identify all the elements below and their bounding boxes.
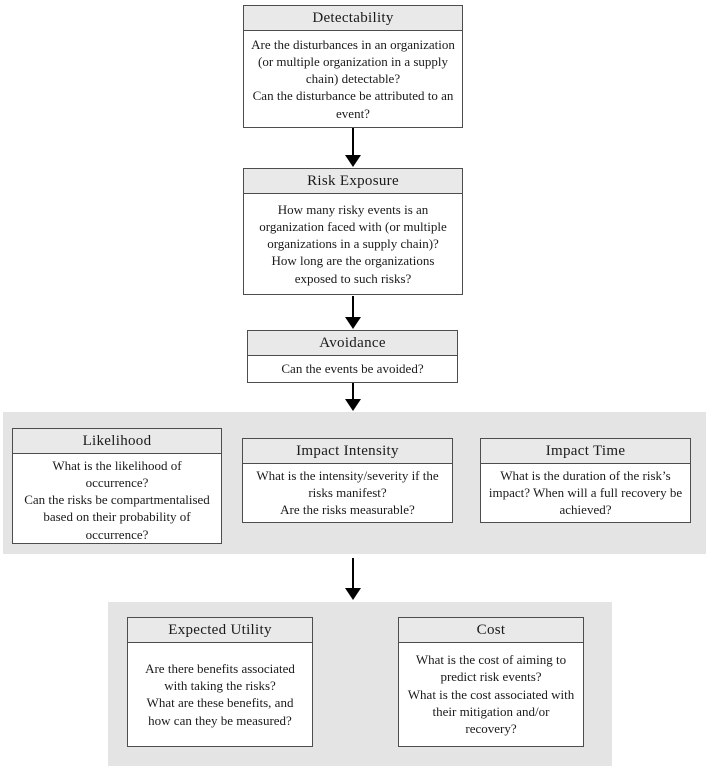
impact-intensity-box: Impact Intensity What is the intensity/s… <box>242 438 453 523</box>
expected-utility-box: Expected Utility Are there benefits asso… <box>127 617 313 747</box>
impact-time-questions: What is the duration of the risk’s impac… <box>481 464 690 523</box>
likelihood-box: Likelihood What is the likelihood of occ… <box>12 428 222 544</box>
cost-questions: What is the cost of aiming to predict ri… <box>399 643 583 747</box>
cost-title: Cost <box>399 618 583 643</box>
down-arrow-icon <box>345 383 361 411</box>
question-text: What is the cost associated with their m… <box>407 686 575 737</box>
arrow-head <box>345 317 361 329</box>
impact-time-box: Impact Time What is the duration of the … <box>480 438 691 523</box>
detectability-box: Detectability Are the disturbances in an… <box>243 5 463 128</box>
expected-utility-title: Expected Utility <box>128 618 312 643</box>
question-text: What is the likelihood of occurrence? <box>52 457 182 490</box>
arrow-head <box>345 399 361 411</box>
down-arrow-icon <box>345 558 361 600</box>
question-text: Are the risks measurable? <box>280 502 415 518</box>
question-text: How many risky events is an organization… <box>259 201 447 252</box>
cost-box: Cost What is the cost of aiming to predi… <box>398 617 584 747</box>
arrow-shaft <box>352 296 354 317</box>
question-text: How long are the organizations exposed t… <box>271 253 435 286</box>
down-arrow-icon <box>345 296 361 329</box>
likelihood-title: Likelihood <box>13 429 221 454</box>
impact-time-title: Impact Time <box>481 439 690 464</box>
down-arrow-icon <box>345 128 361 167</box>
risk-exposure-questions: How many risky events is an organization… <box>244 194 462 295</box>
avoidance-box: Avoidance Can the events be avoided? <box>247 330 458 383</box>
arrow-head <box>345 588 361 600</box>
question-text: Can the events be avoided? <box>281 361 424 377</box>
question-text: Are the disturbances in an organization … <box>251 36 455 87</box>
impact-intensity-title: Impact Intensity <box>243 439 452 464</box>
question-text: What are these benefits, and how can the… <box>146 695 294 728</box>
arrow-shaft <box>352 128 354 155</box>
avoidance-title: Avoidance <box>248 331 457 356</box>
detectability-questions: Are the disturbances in an organization … <box>244 31 462 128</box>
avoidance-questions: Can the events be avoided? <box>248 356 457 383</box>
risk-exposure-title: Risk Exposure <box>244 169 462 194</box>
expected-utility-questions: Are there benefits associated with takin… <box>128 643 312 747</box>
arrow-shaft <box>352 383 354 399</box>
question-text: Are there benefits associated with takin… <box>145 660 295 693</box>
detectability-title: Detectability <box>244 6 462 31</box>
question-text: What is the intensity/severity if the ri… <box>256 467 439 501</box>
question-text: Can the risks be compartmentalised based… <box>24 492 210 542</box>
question-text: What is the cost of aiming to predict ri… <box>415 652 567 685</box>
question-text: What is the duration of the risk’s impac… <box>488 467 683 518</box>
question-text: Can the disturbance be attributed to an … <box>252 88 454 121</box>
impact-intensity-questions: What is the intensity/severity if the ri… <box>243 464 452 523</box>
arrow-shaft <box>352 558 354 588</box>
risk-exposure-box: Risk Exposure How many risky events is a… <box>243 168 463 295</box>
likelihood-questions: What is the likelihood of occurrence? Ca… <box>13 454 221 546</box>
arrow-head <box>345 155 361 167</box>
